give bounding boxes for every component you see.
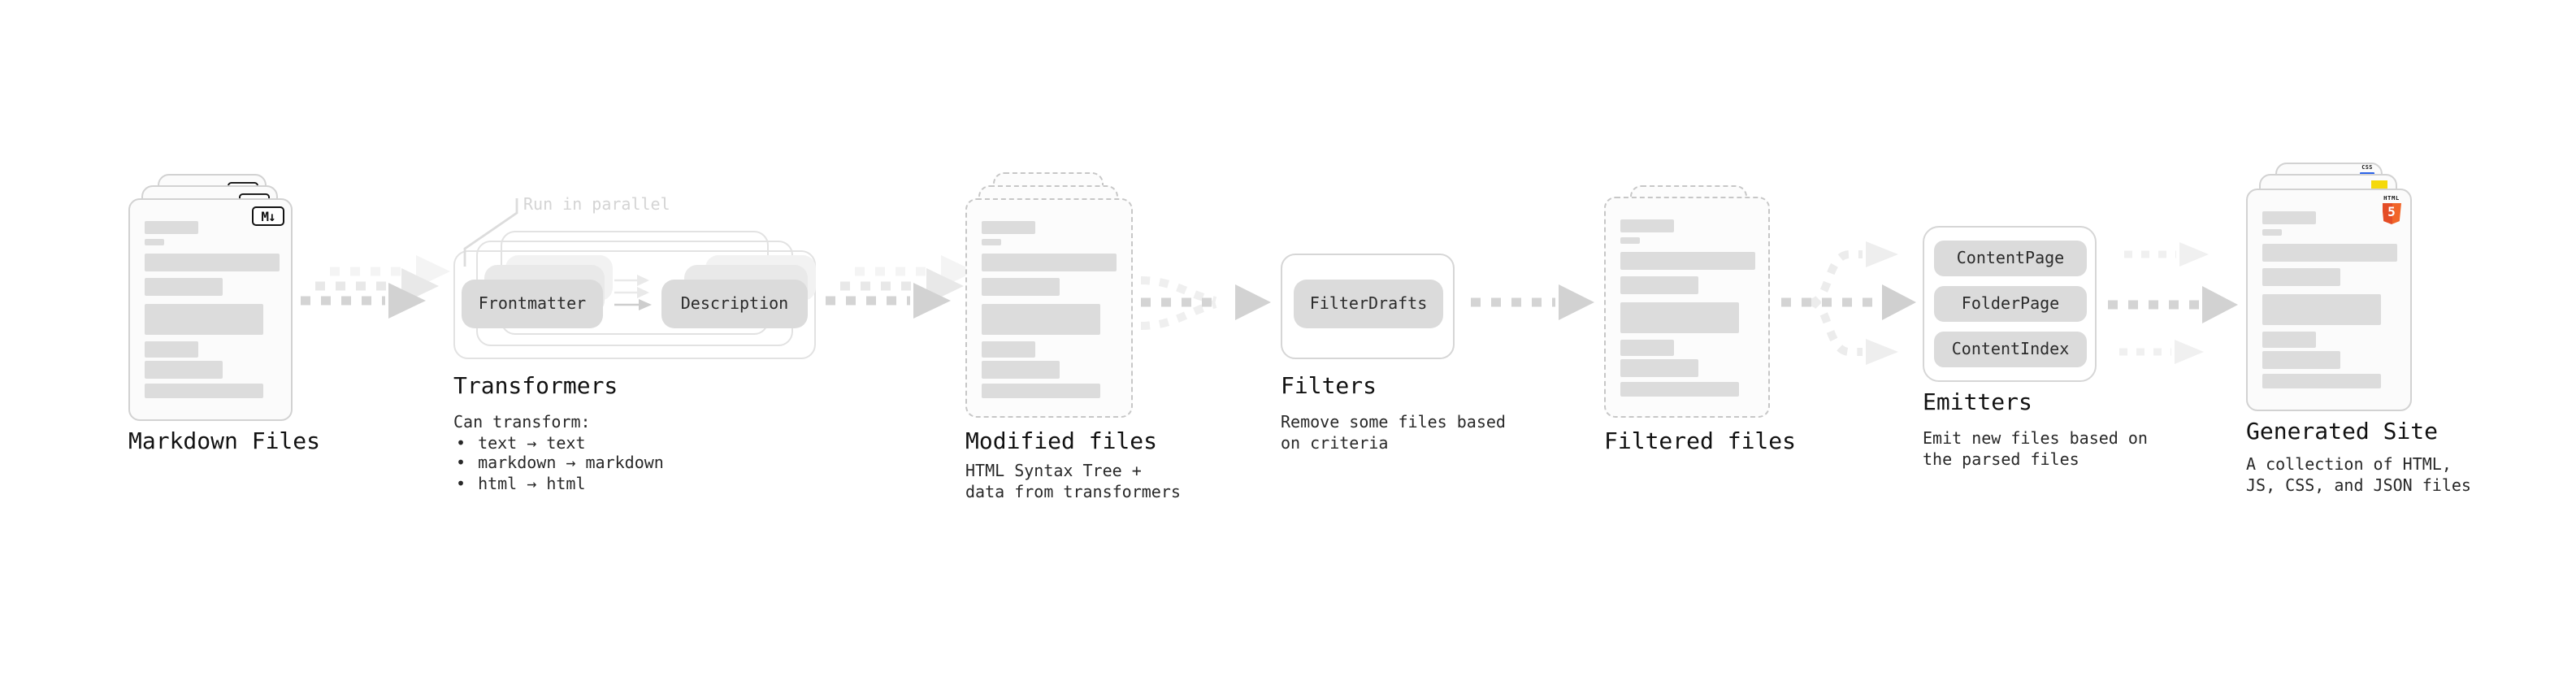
text-line-placeholder <box>982 384 1100 397</box>
folderpage-pill: FolderPage <box>1934 286 2087 322</box>
transform-bullet: • markdown → markdown <box>455 455 664 473</box>
text-line-placeholder <box>1620 251 1755 269</box>
text-line-placeholder <box>2262 331 2316 347</box>
transformers-title: Transformers <box>453 374 618 400</box>
document-content-placeholder <box>145 221 280 397</box>
annotation-leader-line <box>463 198 518 267</box>
text-line-placeholder <box>1620 219 1674 232</box>
text-line-placeholder <box>145 239 164 245</box>
run-in-parallel-annotation: Run in parallel <box>523 197 670 215</box>
filters-box: FilterDrafts <box>1281 254 1455 359</box>
modified-files-subtitle: HTML Syntax Tree + data from transformer… <box>965 463 1181 501</box>
text-line-placeholder <box>1620 301 1739 332</box>
emitters-subtitle: Emit new files based on the parsed files <box>1923 431 2148 469</box>
text-line-placeholder <box>982 361 1060 379</box>
filterdrafts-pill: FilterDrafts <box>1294 280 1443 328</box>
document-content-placeholder <box>1620 219 1755 396</box>
parallel-step-arrows <box>614 275 652 310</box>
generated-site-title: Generated Site <box>2246 419 2439 445</box>
document-content-placeholder <box>982 221 1117 397</box>
text-line-placeholder <box>982 303 1100 334</box>
transform-bullet: • html → html <box>455 475 586 493</box>
filtered-file-front <box>1604 197 1770 418</box>
text-line-placeholder <box>1620 275 1698 293</box>
text-line-placeholder <box>145 253 280 271</box>
emitters-title: Emitters <box>1923 390 2032 416</box>
text-line-placeholder <box>2262 293 2381 324</box>
text-line-placeholder <box>145 303 263 334</box>
modified-file-front <box>965 198 1133 418</box>
contentpage-pill: ContentPage <box>1934 241 2087 276</box>
emitter-output-arrow-middle <box>2108 286 2238 323</box>
text-line-placeholder <box>982 253 1117 271</box>
text-line-placeholder <box>145 277 223 295</box>
text-line-placeholder <box>2262 351 2340 369</box>
emitters-box: ContentPage FolderPage ContentIndex <box>1923 226 2097 382</box>
modified-files-title: Modified files <box>965 429 1158 455</box>
frontmatter-pill: Frontmatter <box>462 280 603 328</box>
flow-arrow-transformers-to-modified <box>826 255 975 319</box>
filters-title: Filters <box>1281 374 1377 400</box>
transformers-description: Can transform: • text → text • markdown … <box>453 414 664 496</box>
can-transform-heading: Can transform: <box>453 414 591 432</box>
document-content-placeholder <box>2262 211 2397 388</box>
flow-arrow-markdown-to-transformers <box>301 255 450 319</box>
generated-site-subtitle: A collection of HTML, JS, CSS, and JSON … <box>2246 457 2471 495</box>
emitter-output-arrow-top <box>2124 242 2209 267</box>
html5-icon: HTML 5 <box>2381 195 2402 224</box>
markdown-icon: M↓ <box>252 206 284 225</box>
transform-bullet: • text → text <box>455 435 586 453</box>
text-line-placeholder <box>1620 359 1698 377</box>
contentindex-pill: ContentIndex <box>1934 332 2087 367</box>
markdown-file-front: M↓ <box>128 198 293 421</box>
merge-arrow-modified-to-filters <box>1140 276 1271 330</box>
text-line-placeholder <box>145 361 223 379</box>
text-line-placeholder <box>2262 211 2316 224</box>
text-line-placeholder <box>2262 374 2381 388</box>
text-line-placeholder <box>145 384 263 397</box>
filtered-files-title: Filtered files <box>1604 429 1797 455</box>
text-line-placeholder <box>2262 229 2282 235</box>
filters-subtitle: Remove some files based on criteria <box>1281 414 1506 453</box>
flow-arrow-filters-to-filtered <box>1471 284 1594 320</box>
text-line-placeholder <box>2262 267 2340 285</box>
description-pill: Description <box>661 280 808 328</box>
markdown-files-title: Markdown Files <box>128 429 321 455</box>
text-line-placeholder <box>982 340 1035 357</box>
html-file: HTML 5 <box>2246 189 2412 411</box>
text-line-placeholder <box>982 221 1035 234</box>
text-line-placeholder <box>2262 243 2397 261</box>
text-line-placeholder <box>1620 237 1640 243</box>
text-line-placeholder <box>145 340 198 357</box>
text-line-placeholder <box>982 277 1060 295</box>
text-line-placeholder <box>1620 382 1739 396</box>
text-line-placeholder <box>145 221 198 234</box>
transformer-frame-front <box>453 250 815 359</box>
text-line-placeholder <box>1620 339 1674 355</box>
emitter-output-arrow-bottom <box>2119 340 2204 364</box>
fanout-arrow-filtered-to-emitters <box>1781 241 1916 365</box>
text-line-placeholder <box>982 239 1001 245</box>
